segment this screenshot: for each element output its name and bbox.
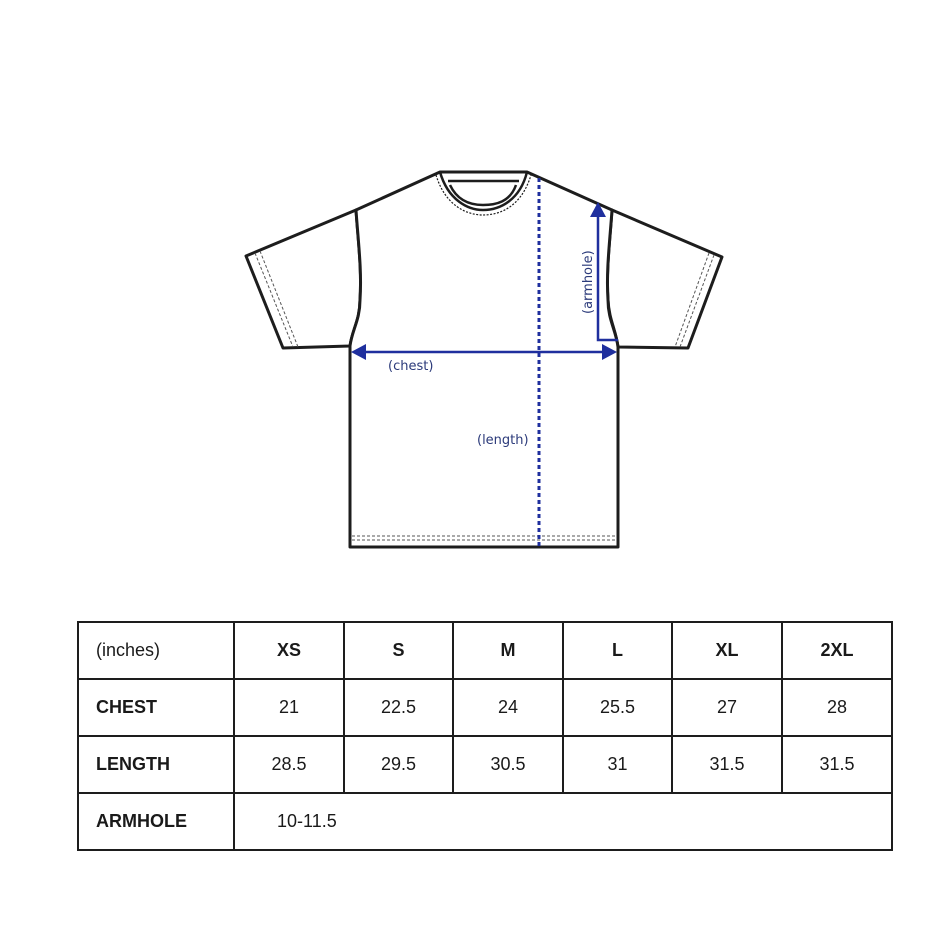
unit-label: (inches) [77,621,235,680]
table-row-armhole: ARMHOLE 10-11.5 [77,792,893,851]
size-header-m: M [452,621,564,680]
table-cell: 28 [781,678,893,737]
row-label-chest: CHEST [77,678,235,737]
tshirt-outline [244,170,724,549]
length-label: (length) [477,433,529,448]
table-header-row: (inches) XS S M L XL 2XL [77,621,893,680]
armhole-value: 10-11.5 [233,792,893,851]
table-cell: 27 [671,678,783,737]
armhole-label: (armhole) [581,250,596,314]
size-chart-table: (inches) XS S M L XL 2XL CHEST 21 22.5 2… [77,621,893,851]
size-header-2xl: 2XL [781,621,893,680]
armhole-measure-arrow [590,202,618,342]
table-cell: 29.5 [343,735,454,794]
table-cell: 31 [562,735,673,794]
table-cell: 28.5 [233,735,345,794]
chest-label: (chest) [388,359,433,374]
tshirt-diagram: (chest) (length) (armhole) [244,170,724,549]
table-cell: 24 [452,678,564,737]
table-row-length: LENGTH 28.5 29.5 30.5 31 31.5 31.5 [77,735,893,794]
table-cell: 30.5 [452,735,564,794]
row-label-length: LENGTH [77,735,235,794]
size-header-xl: XL [671,621,783,680]
table-cell: 25.5 [562,678,673,737]
table-cell: 31.5 [781,735,893,794]
size-header-xs: XS [233,621,345,680]
size-header-s: S [343,621,454,680]
table-cell: 31.5 [671,735,783,794]
stitching [254,250,715,541]
collar [435,171,532,216]
chest-measure-arrow [351,344,617,360]
table-cell: 21 [233,678,345,737]
row-label-armhole: ARMHOLE [77,792,235,851]
size-header-l: L [562,621,673,680]
table-row-chest: CHEST 21 22.5 24 25.5 27 28 [77,678,893,737]
table-cell: 22.5 [343,678,454,737]
